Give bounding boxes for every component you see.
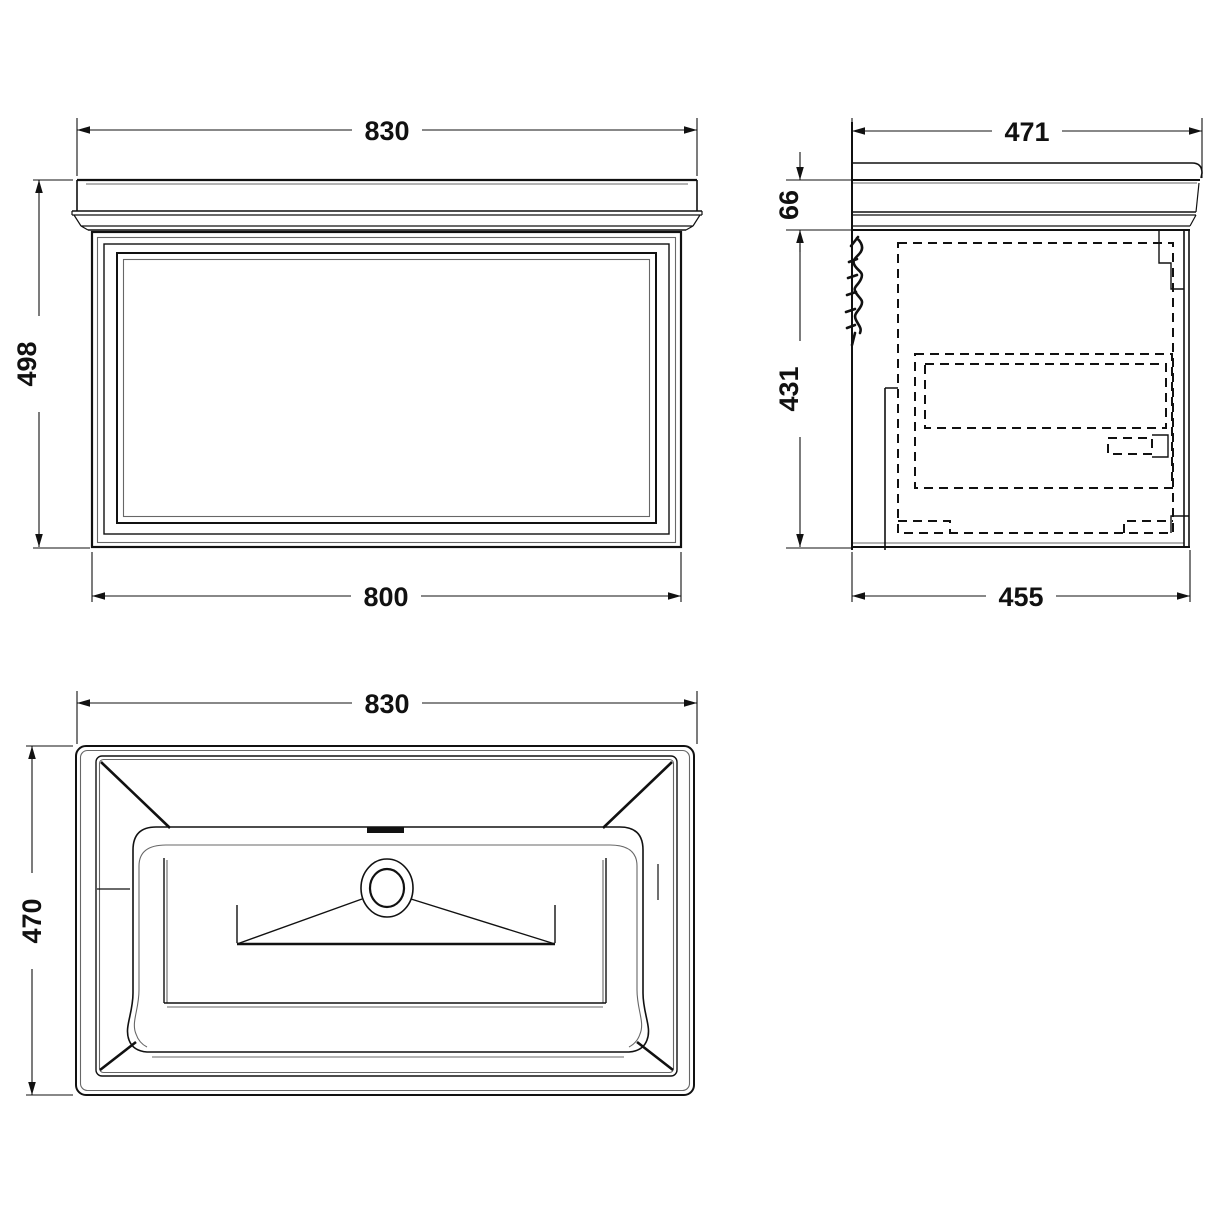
label-mask	[772, 341, 806, 437]
plan-worktop-outline	[75, 745, 695, 1096]
plan-dim-overall-width: 830	[76, 685, 698, 744]
bowl-slope-lines	[236, 898, 556, 945]
fascia-front-edge	[1195, 182, 1200, 213]
front-dim-cabinet-width: 800	[91, 552, 682, 612]
label-mask	[15, 873, 49, 969]
bowl-outer-outline	[126, 826, 650, 1053]
extension-lines	[76, 691, 698, 744]
basin-lip-top	[852, 162, 1203, 179]
plan-view: 830 470	[15, 685, 698, 1096]
drawer-front-inner-line	[122, 258, 651, 518]
worktop-outer-edge	[75, 745, 695, 1096]
front-cabinet-width-label: 800	[363, 582, 408, 612]
bowl-wall-inner-echo	[166, 860, 604, 1003]
front-rail-section	[1158, 231, 1184, 290]
back-panel-bracket	[884, 387, 898, 550]
front-dim-overall-height: 498	[10, 179, 90, 549]
front-elevation-view: 830 498 800	[10, 112, 703, 612]
side-elevation-view: 471 66 431 455	[772, 113, 1203, 612]
bottom-tab-left-hidden	[898, 520, 951, 533]
worktop-height-label: 66	[774, 190, 804, 220]
label-mask	[992, 113, 1062, 147]
front-bottom-rail-section	[1170, 515, 1189, 533]
bowl-wall-inner-edges	[163, 858, 607, 1003]
plan-dim-overall-depth: 470	[15, 745, 73, 1096]
side-dim-worktop-height: 66	[773, 152, 851, 252]
extension-lines	[786, 179, 851, 231]
handle-recess-hidden	[1107, 437, 1153, 455]
plan-width-label: 830	[364, 689, 409, 719]
side-dim-cabinet-height: 431	[772, 244, 851, 549]
label-mask	[773, 184, 805, 227]
bracket-ticks	[844, 257, 859, 347]
basin-rim-edge	[95, 755, 678, 1077]
cabinet-inner-edge	[96, 236, 677, 544]
cabinet-front-panel-section	[1183, 231, 1190, 547]
handle-recess-front	[1152, 434, 1169, 458]
extension-lines	[33, 179, 90, 549]
label-mask	[986, 578, 1056, 612]
extension-lines	[26, 745, 73, 1096]
cabinet-face-frame	[103, 243, 670, 535]
front-height-label: 498	[12, 341, 42, 386]
side-depth-label: 471	[1004, 117, 1049, 147]
extension-lines	[851, 550, 1191, 602]
side-dim-cabinet-depth: 455	[851, 550, 1191, 612]
front-dim-overall-width: 830	[76, 112, 698, 176]
moulding-edge-line	[71, 211, 703, 216]
plan-basin-bowl	[126, 826, 650, 1058]
extension-lines	[76, 118, 698, 176]
plan-depth-label: 470	[17, 898, 47, 943]
side-dim-overall-depth: 471	[851, 113, 1203, 178]
rim-seam-lines	[97, 864, 659, 900]
arrowhead	[796, 534, 804, 547]
drawer-handle-recess	[269, 330, 515, 346]
cabinet-height-label: 431	[774, 366, 804, 411]
side-worktop	[852, 162, 1203, 231]
cabinet-outer-box	[90, 230, 683, 549]
front-worktop	[71, 178, 703, 231]
drawer-runner-hidden	[924, 363, 1167, 429]
drawer-box-hidden	[897, 242, 1174, 534]
bottom-tab-right-hidden	[1123, 520, 1173, 533]
rim-corner-diagonals	[99, 761, 674, 1072]
side-cabinet	[844, 122, 1190, 550]
basin-rim-inner-line	[98, 758, 675, 1074]
drawer-front-panel	[116, 252, 657, 524]
tap-hole-outer	[360, 858, 414, 918]
front-width-label: 830	[364, 116, 409, 146]
label-mask	[351, 578, 421, 612]
extension-lines	[851, 118, 1203, 178]
wall-bracket-squiggle	[844, 235, 864, 347]
bracket-profile	[849, 235, 864, 335]
tap-hole-inner	[368, 867, 406, 909]
label-mask	[352, 685, 422, 719]
drawer-side-hidden	[914, 353, 1173, 489]
overflow-slot	[367, 827, 404, 833]
label-mask	[10, 316, 44, 412]
extension-lines	[91, 552, 682, 602]
moulding-profile-steps	[73, 214, 701, 231]
cabinet-depth-label: 455	[998, 582, 1043, 612]
moulding-profile	[852, 214, 1197, 227]
worktop-outer-inner-line	[79, 749, 691, 1092]
front-cabinet	[90, 230, 683, 549]
hidden-drawer-lines	[897, 242, 1174, 534]
bowl-inner-outline	[133, 844, 643, 1048]
label-mask	[352, 112, 422, 146]
